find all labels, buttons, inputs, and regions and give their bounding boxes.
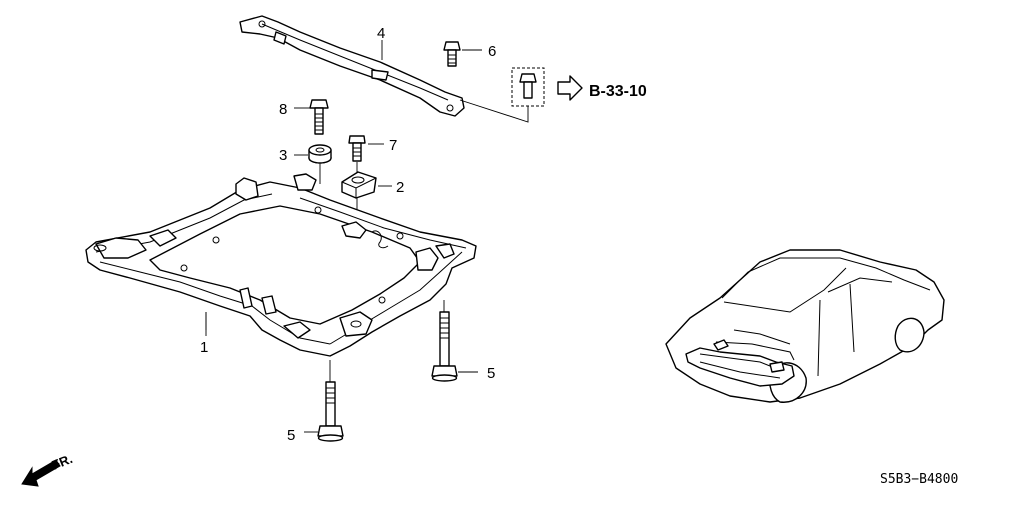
section-reference-label: B-33-10 [589,83,647,100]
front-direction-label: FR. [50,451,75,473]
diagram-code: S5B3−B4800 [880,472,958,487]
front-direction-arrow-icon [21,459,61,487]
bolt-part-5-front [317,381,344,442]
bolt-reference-box [511,67,545,107]
callout-3: 3 [279,147,287,164]
callout-8: 8 [279,101,287,118]
callout-4: 4 [377,25,385,42]
bolt-part-5-rear [431,311,458,382]
callout-2: 2 [396,179,404,196]
callout-1: 1 [200,339,208,356]
front-subframe-part-1 [85,173,477,357]
callout-7: 7 [389,137,397,154]
callout-5-front: 5 [287,427,295,444]
reference-arrow-icon [557,75,583,101]
callout-5-rear: 5 [487,365,495,382]
vehicle-location-illustration [665,249,945,403]
bushing-part-3 [308,144,332,164]
bolt-part-7 [348,135,366,162]
mount-bracket-part-2 [341,171,377,199]
stiffener-bar-part-4 [239,15,465,117]
flange-bolt-part-6 [443,41,461,67]
bolt-part-8 [309,99,329,135]
callout-6: 6 [488,43,496,60]
